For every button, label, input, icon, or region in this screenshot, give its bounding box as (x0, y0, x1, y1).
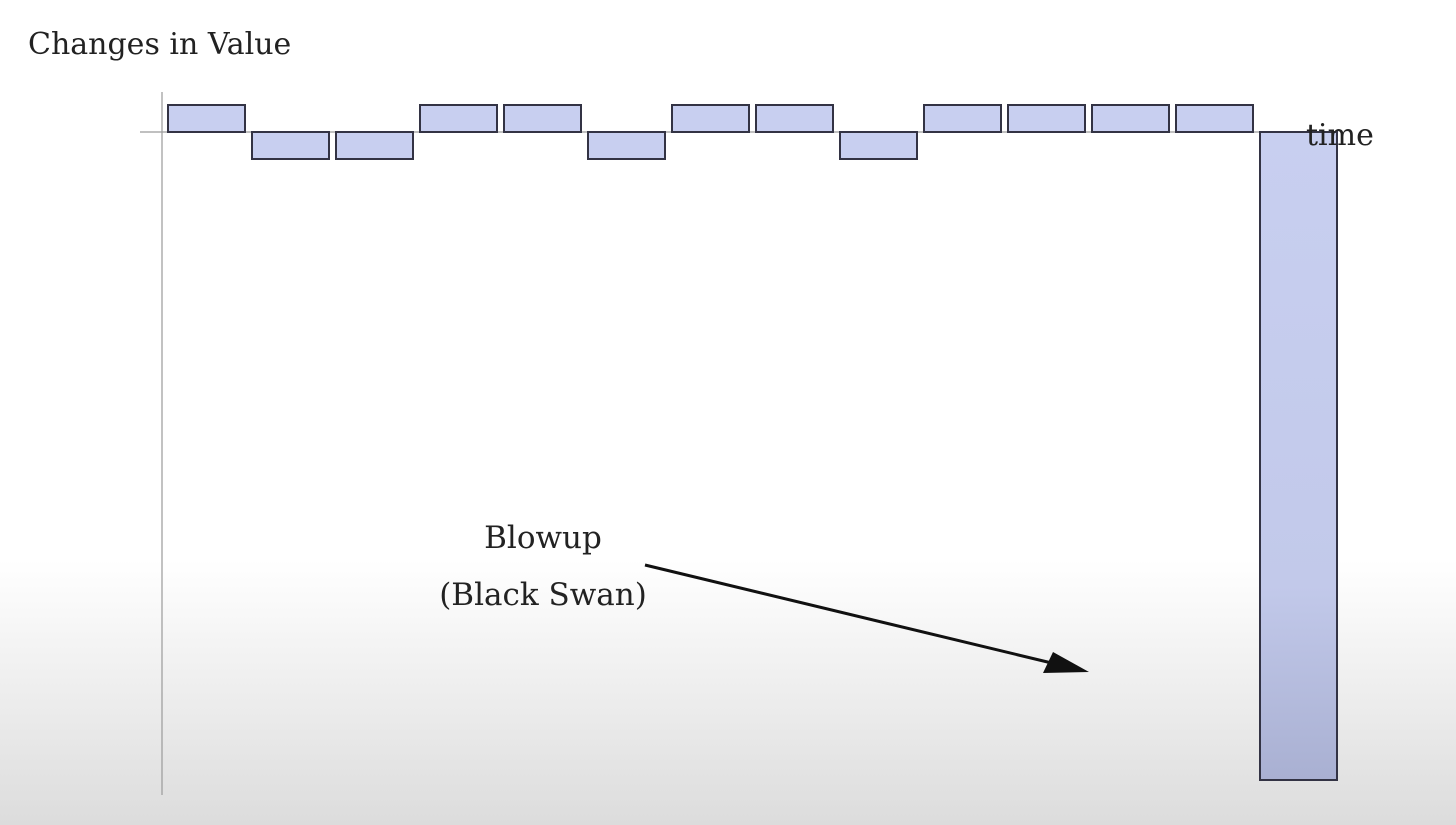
bar-3 (335, 131, 414, 160)
bar-5 (503, 104, 582, 133)
bar-14 (1259, 131, 1338, 781)
annotation-arrow (644, 563, 1089, 673)
bar-7 (671, 104, 750, 133)
annotation-line-1: Blowup (484, 520, 602, 556)
bar-10 (923, 104, 1002, 133)
x-axis-label: time (1306, 118, 1374, 153)
bar-13 (1175, 104, 1254, 133)
bars-group (167, 104, 1338, 781)
bar-12 (1091, 104, 1170, 133)
bar-11 (1007, 104, 1086, 133)
bar-9 (839, 131, 918, 160)
annotation-line-2: (Black Swan) (439, 577, 647, 613)
bar-6 (587, 131, 666, 160)
bar-4 (419, 104, 498, 133)
y-axis-label: Changes in Value (28, 27, 291, 62)
bar-2 (251, 131, 330, 160)
bar-8 (755, 104, 834, 133)
bar-1 (167, 104, 246, 133)
